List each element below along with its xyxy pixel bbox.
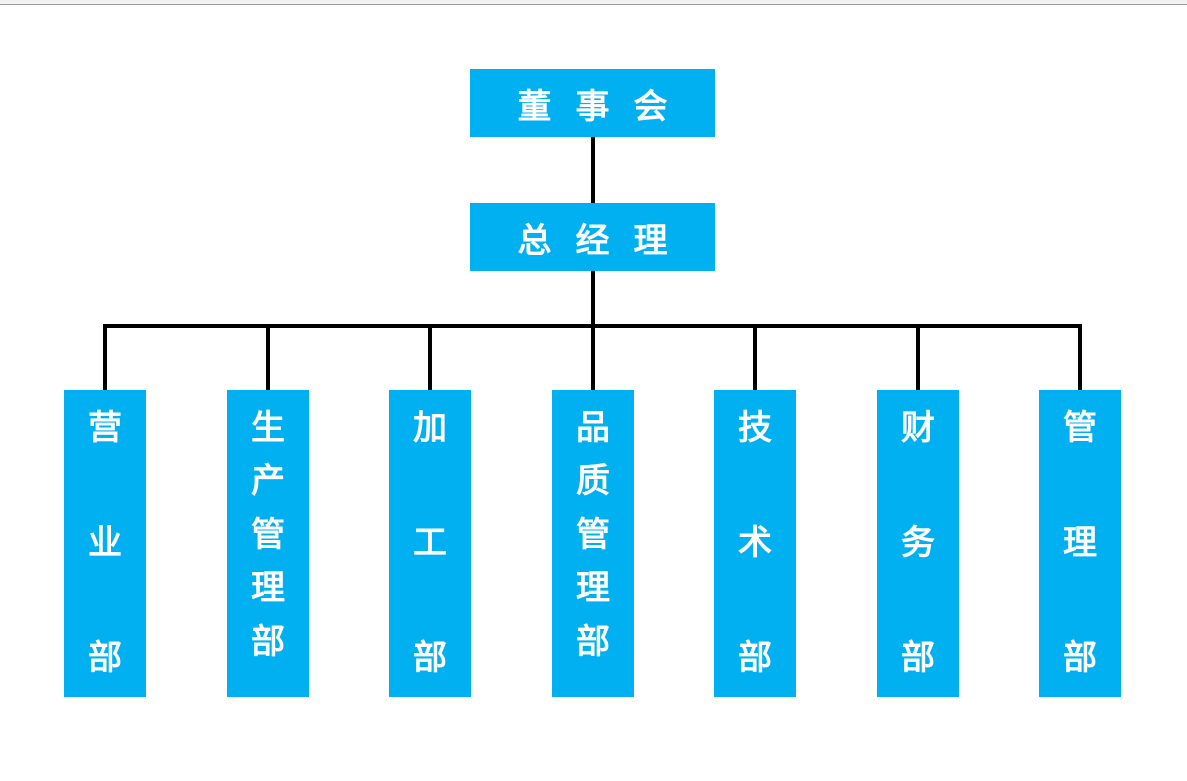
dept-label-char: 管 [576, 514, 610, 555]
dept-label-char: 工 [413, 522, 447, 563]
dept-label-char: 部 [738, 637, 772, 678]
dept-label-char: 理 [1063, 522, 1097, 563]
general-manager-box[interactable]: 总经理 [470, 203, 715, 271]
dept-label-char: 管 [1063, 408, 1097, 448]
dept-label-char: 部 [88, 637, 122, 678]
dept-label-char: 质 [576, 461, 610, 502]
dept-label-char: 部 [901, 637, 935, 678]
dept-label-char: 理 [251, 568, 285, 609]
dept-sales-box[interactable]: 营业部 [64, 390, 146, 697]
dept-label-char: 管 [251, 514, 285, 555]
dept-label-char: 品 [576, 408, 610, 448]
dept-label-char: 部 [413, 637, 447, 678]
dept-label-char: 业 [88, 522, 122, 563]
dept-label-char: 营 [88, 408, 122, 448]
dept-label-char: 部 [251, 621, 285, 662]
dept-label-char: 部 [576, 621, 610, 662]
dept-label-char: 加 [413, 408, 447, 448]
dept-label-char: 术 [738, 522, 772, 563]
dept-administration-box[interactable]: 管理部 [1039, 390, 1121, 697]
board-label: 董事会 [517, 86, 692, 127]
dept-label-char: 财 [901, 408, 935, 448]
dept-label-char: 务 [901, 522, 935, 563]
dept-label-char: 技 [738, 408, 772, 448]
dept-technology-box[interactable]: 技术部 [714, 390, 796, 697]
dept-production-management-box[interactable]: 生产管理部 [227, 390, 309, 697]
ruler-strip [0, 0, 1187, 5]
dept-label-char: 理 [576, 568, 610, 609]
dept-label-char: 产 [251, 461, 285, 502]
dept-finance-box[interactable]: 财务部 [877, 390, 959, 697]
dept-label-char: 部 [1063, 637, 1097, 678]
dept-label-char: 生 [251, 408, 285, 448]
board-of-directors-box[interactable]: 董事会 [470, 69, 715, 137]
general-manager-label: 总经理 [517, 220, 692, 261]
dept-processing-box[interactable]: 加工部 [389, 390, 471, 697]
dept-quality-management-box[interactable]: 品质管理部 [552, 390, 634, 697]
